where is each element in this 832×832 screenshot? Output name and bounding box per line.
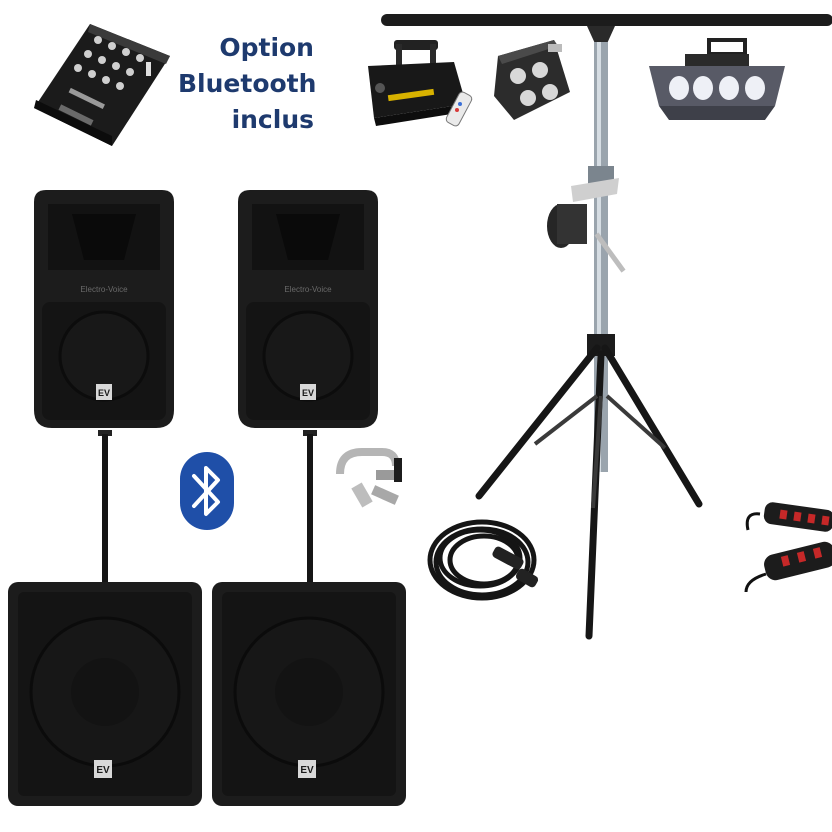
- speaker-brand-label: Electro-Voice: [284, 285, 332, 294]
- ev-logo: EV: [98, 388, 110, 398]
- caption-line-2: Bluetooth: [178, 69, 317, 98]
- speaker-top-left: Electro-Voice EV: [34, 190, 174, 428]
- moonflower-light-icon: [494, 40, 570, 120]
- speaker-pole-right: [303, 430, 317, 584]
- subwoofer-right: EV: [212, 582, 406, 806]
- ev-logo: EV: [302, 388, 314, 398]
- cable-icon: [427, 519, 539, 601]
- derby-light-icon: [649, 38, 785, 120]
- dj-mixer-icon: [34, 24, 170, 146]
- clamp-icon: [336, 448, 402, 508]
- ev-logo: EV: [96, 765, 110, 776]
- speaker-pole-left: [98, 430, 112, 584]
- ev-logo: EV: [300, 765, 314, 776]
- subwoofer-left: EV: [8, 582, 202, 806]
- tripod-stand-icon: [381, 14, 832, 640]
- bluetooth-icon: [180, 452, 234, 530]
- power-strip-icon: [744, 502, 832, 593]
- caption-line-3: inclus: [231, 105, 314, 134]
- speaker-brand-label: Electro-Voice: [80, 285, 128, 294]
- speaker-top-right: Electro-Voice EV: [238, 190, 378, 428]
- bluetooth-option-caption: Option Bluetooth inclus: [178, 30, 317, 138]
- laser-light-icon: [368, 40, 473, 127]
- caption-line-1: Option: [219, 33, 314, 62]
